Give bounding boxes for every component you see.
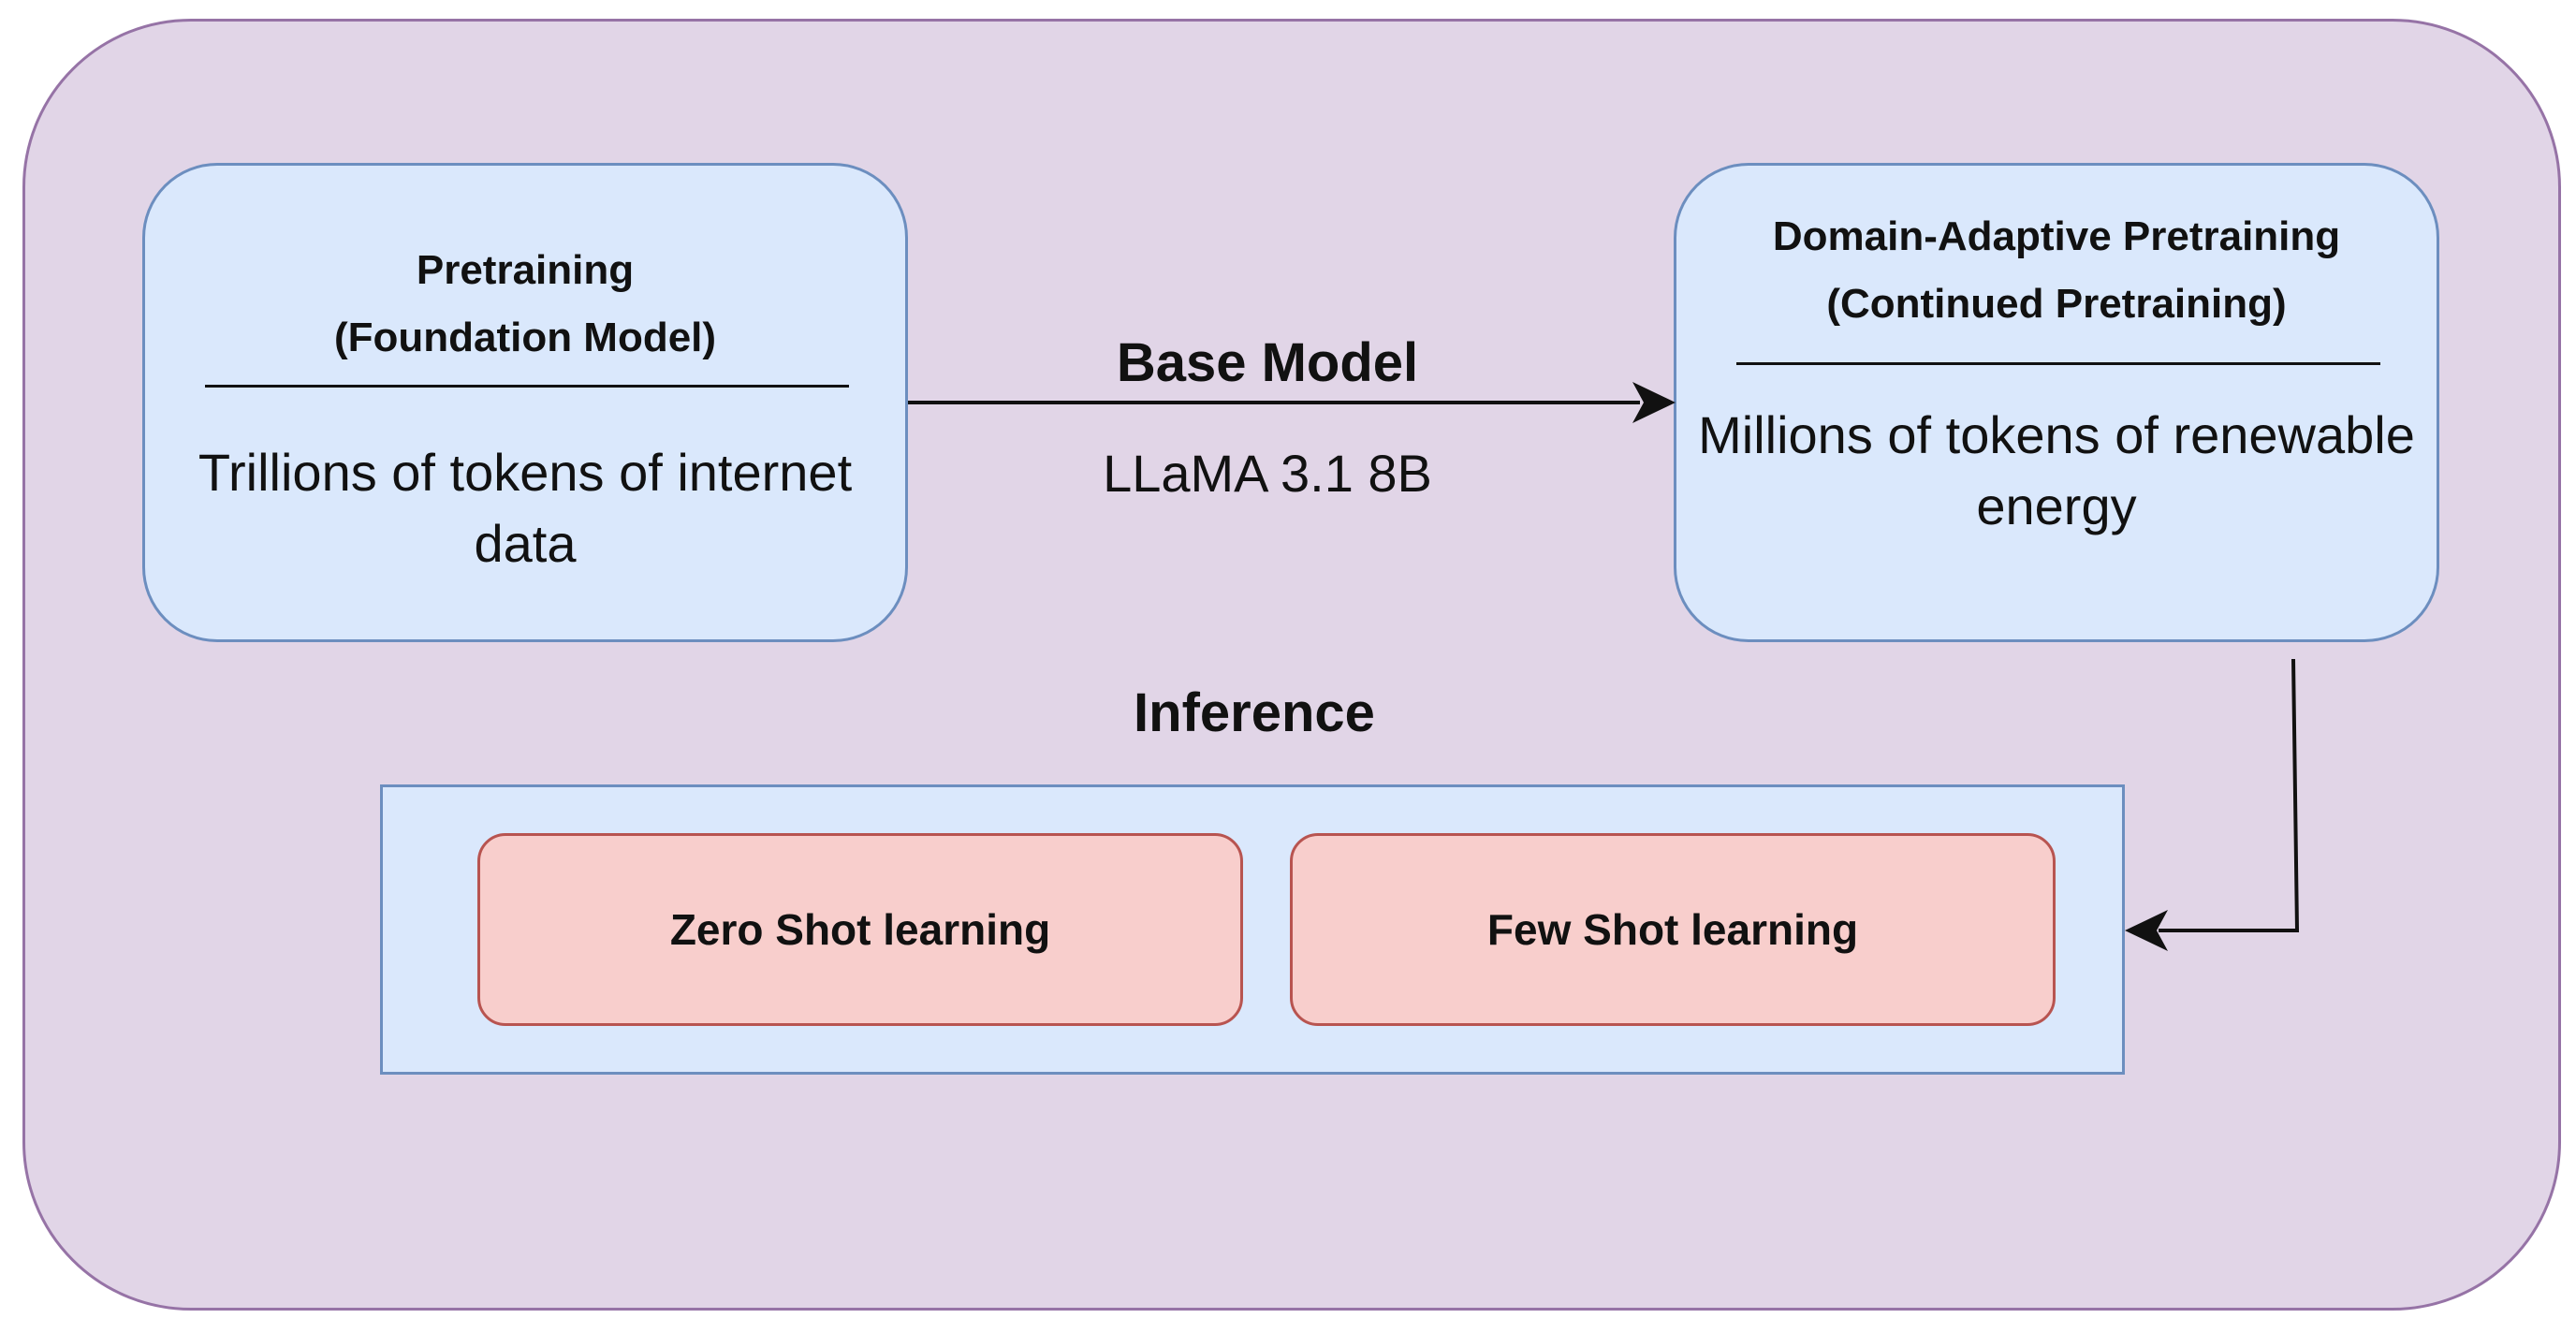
domain-adaptive-pretraining-body: Millions of tokens of renewable energy bbox=[1698, 405, 2415, 535]
domain-adaptive-pretraining-box: Domain-Adaptive Pretraining (Continued P… bbox=[1674, 163, 2439, 642]
pretraining-divider bbox=[205, 385, 849, 388]
zero-shot-learning-box: Zero Shot learning bbox=[477, 833, 1243, 1026]
pretraining-box: Pretraining (Foundation Model) Trillions… bbox=[142, 163, 908, 642]
inference-label: Inference bbox=[1134, 682, 1375, 743]
pretraining-body: Trillions of tokens of internet data bbox=[198, 443, 853, 573]
pretraining-title: Pretraining (Foundation Model) bbox=[333, 247, 717, 360]
base-model-label: Base Model bbox=[1116, 332, 1419, 393]
zero-shot-learning-label: Zero Shot learning bbox=[669, 905, 1051, 954]
model-name-label: LLaMA 3.1 8B bbox=[1103, 444, 1432, 503]
domain-adaptive-pretraining-title: Domain-Adaptive Pretraining (Continued P… bbox=[1772, 213, 2341, 327]
few-shot-learning-label: Few Shot learning bbox=[1486, 905, 1859, 954]
domain-adaptive-pretraining-divider bbox=[1736, 362, 2380, 365]
few-shot-learning-box: Few Shot learning bbox=[1290, 833, 2056, 1026]
